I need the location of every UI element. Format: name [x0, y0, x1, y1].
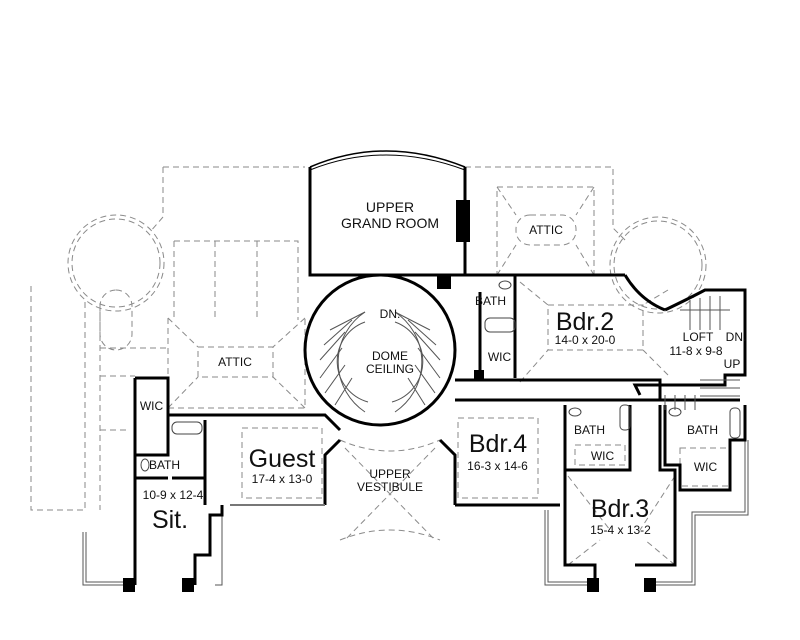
- loft-label: LOFT: [682, 330, 714, 344]
- spiral-staircase[interactable]: [319, 311, 441, 413]
- balcony-rails: [82, 440, 749, 586]
- bdr2-wic-label: WIC: [487, 350, 512, 364]
- attic-left-label: ATTIC: [218, 355, 252, 369]
- room-name-line1: DOME: [372, 349, 408, 363]
- room-name-line2: CEILING: [365, 362, 414, 376]
- bdr4-wic-label: WIC: [590, 449, 615, 463]
- room-name-line2: VESTIBULE: [356, 480, 424, 494]
- guest-label: Guest: [248, 445, 316, 473]
- bath-fixtures: [140, 280, 741, 472]
- sit-size: 10-9 x 12-4: [142, 488, 204, 502]
- bdr3-label: Bdr.3: [590, 495, 650, 523]
- sit-label: Sit.: [151, 506, 189, 534]
- room-name-line2: GRAND ROOM: [341, 215, 439, 231]
- loft-staircase[interactable]: [664, 296, 740, 410]
- bdr3-wic-label: WIC: [693, 460, 718, 474]
- sit-bath-label: BATH: [148, 458, 181, 472]
- dome-stair-dn-label: DN.: [379, 307, 401, 321]
- room-name-line1: UPPER: [365, 199, 415, 215]
- loft-size: 11-8 x 9-8: [669, 344, 723, 358]
- bdr3-size: 15-4 x 13-2: [590, 523, 651, 537]
- dome-ceiling-label: DOME CEILING: [355, 350, 425, 375]
- attic-right-label: ATTIC: [529, 223, 563, 237]
- bdr4-size: 16-3 x 14-6: [467, 459, 528, 473]
- bdr4-label: Bdr.4: [468, 430, 528, 458]
- wall-blocks[interactable]: [123, 200, 656, 592]
- bdr2-size: 14-0 x 20-0: [554, 333, 616, 347]
- dashed-outlines: [30, 166, 731, 566]
- bdr4-bath-label: BATH: [573, 423, 606, 437]
- loft-stair-up-label: UP: [723, 357, 741, 371]
- bdr2-label: Bdr.2: [555, 308, 615, 336]
- upper-grand-room-label: UPPER GRAND ROOM: [335, 200, 445, 230]
- bdr2-bath-label: BATH: [474, 294, 507, 308]
- sit-wic-label: WIC: [139, 399, 164, 413]
- loft-stair-dn-label: DN.: [725, 330, 747, 344]
- room-name-line1: UPPER: [369, 467, 411, 481]
- guest-size: 17-4 x 13-0: [251, 472, 313, 486]
- bdr3-bath-label: BATH: [686, 423, 719, 437]
- upper-vestibule-label: UPPER VESTIBULE: [345, 468, 435, 493]
